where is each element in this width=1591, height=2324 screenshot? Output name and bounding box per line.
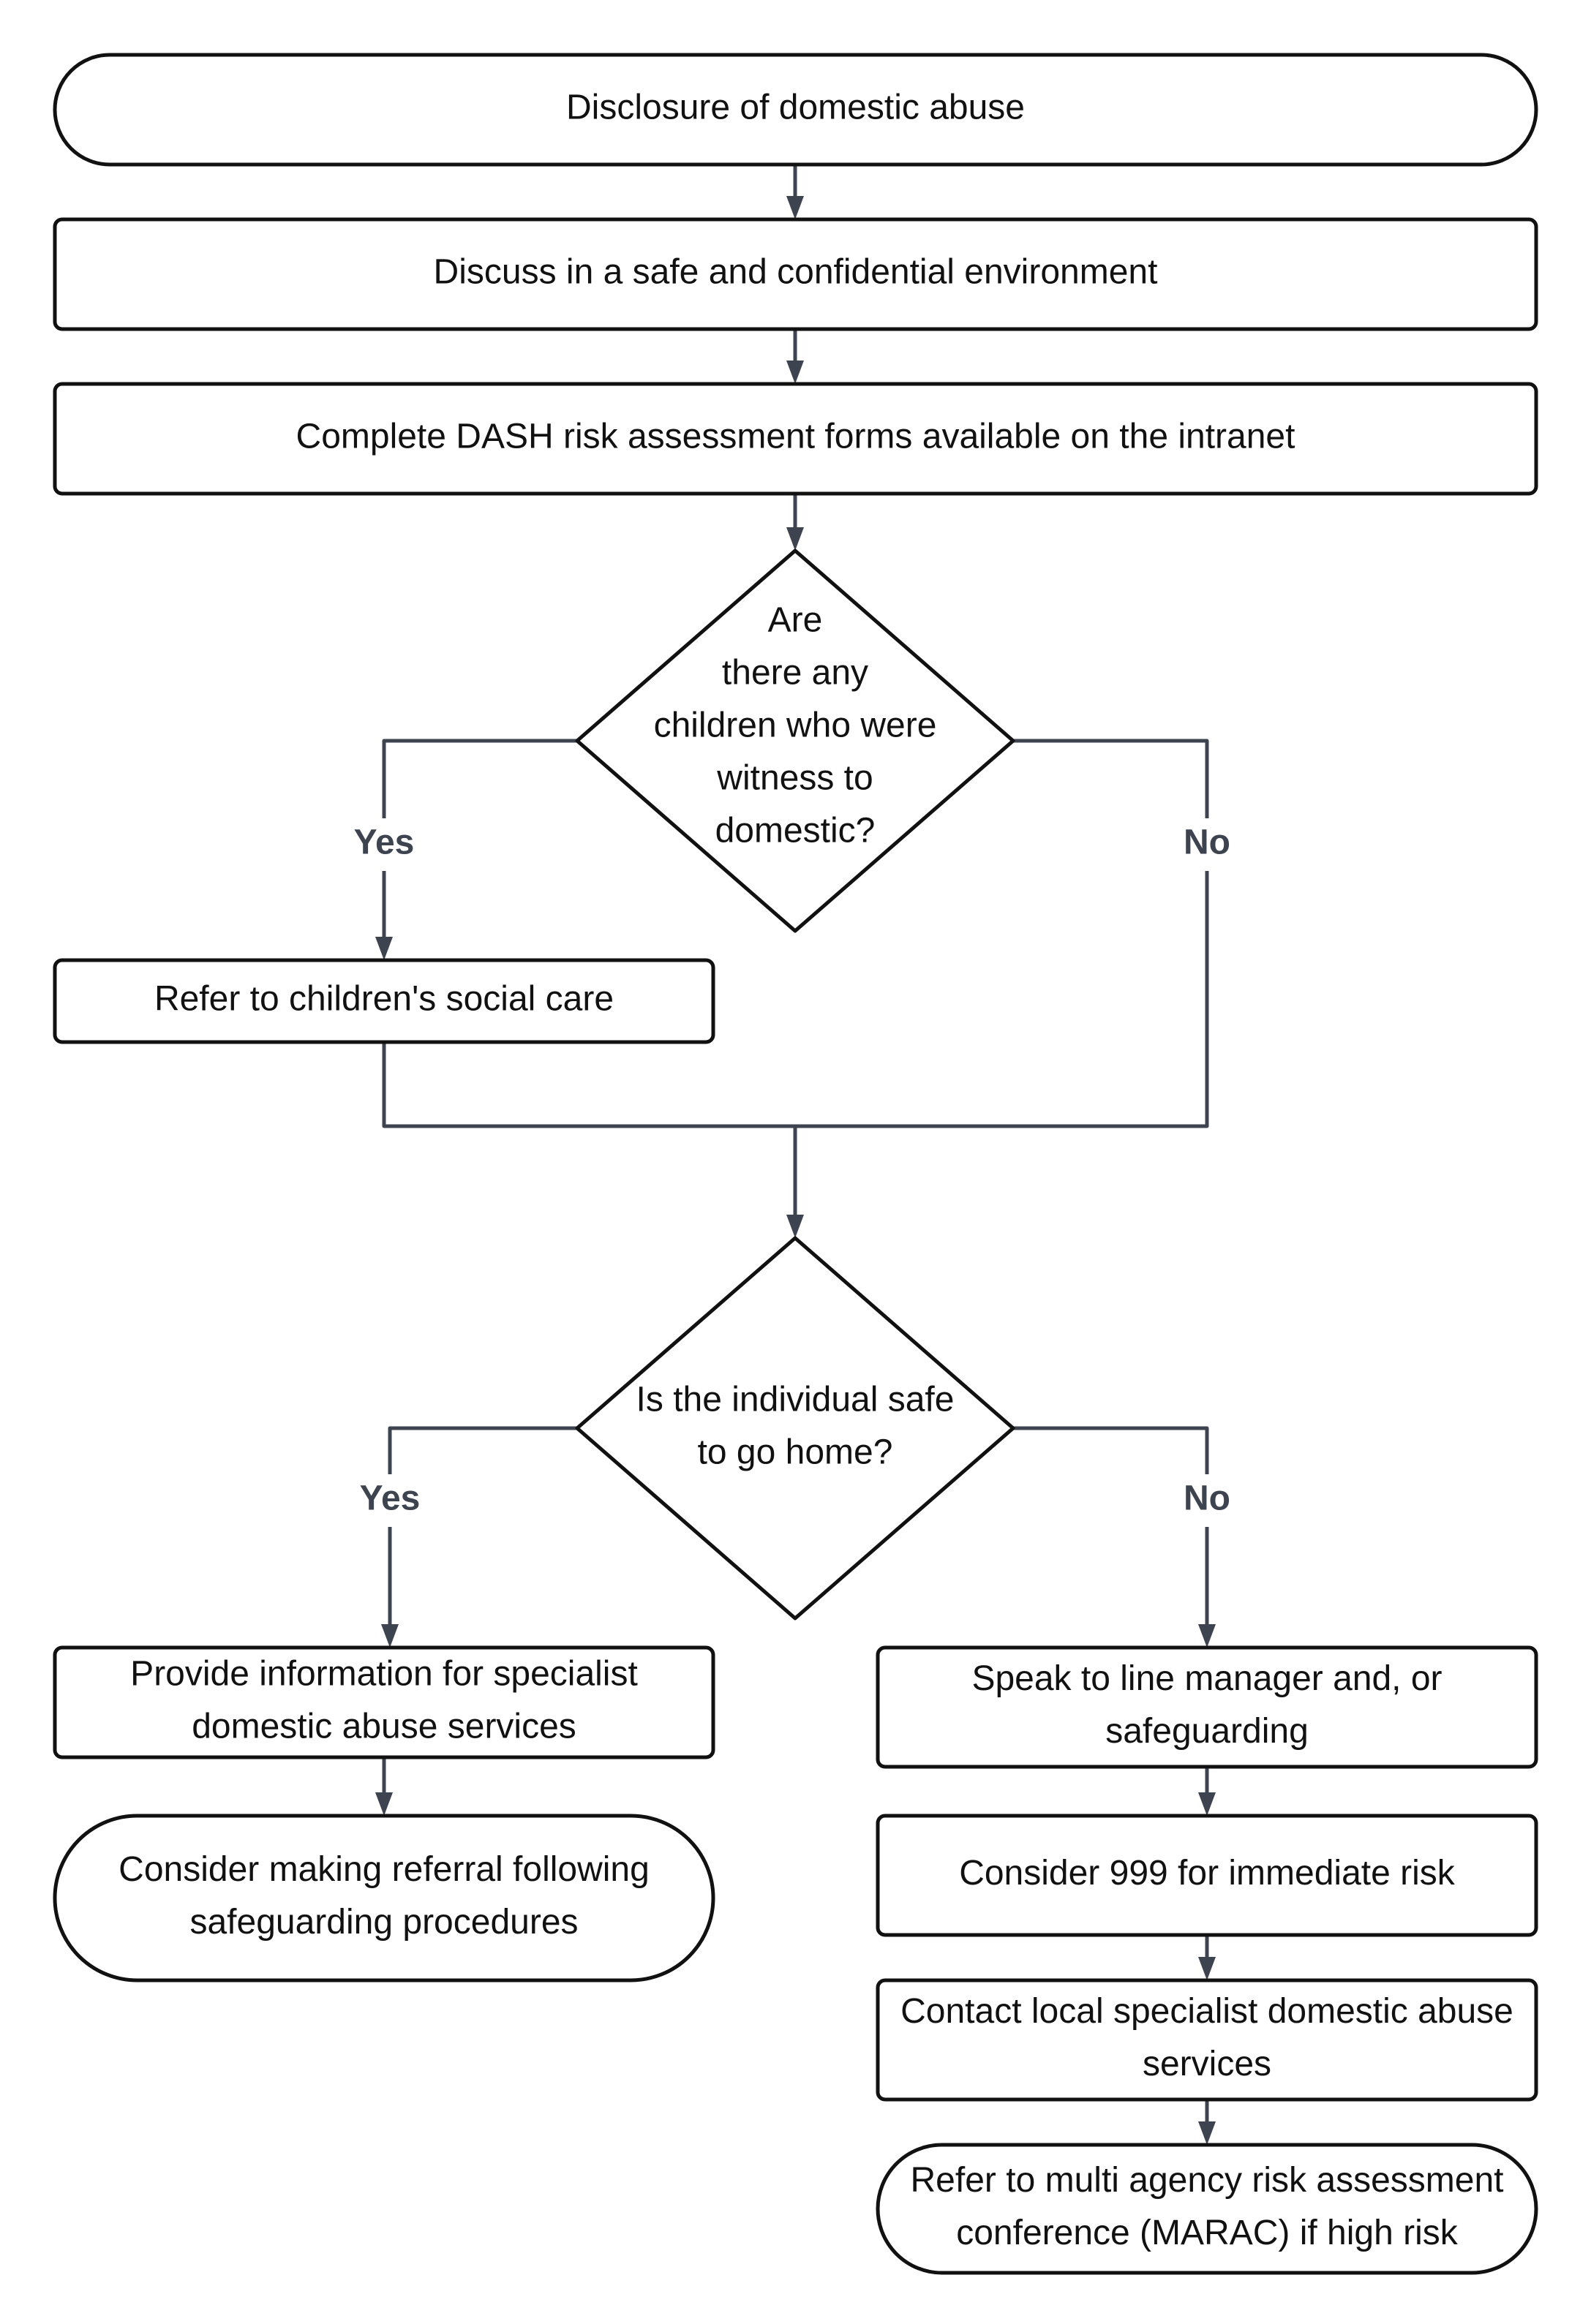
- node-label-line: Consider making referral following: [119, 1850, 650, 1889]
- node-label-line: to go home?: [698, 1433, 893, 1472]
- node-label-line: conference (MARAC) if high risk: [956, 2214, 1459, 2252]
- node-label-line: witness to: [716, 759, 873, 798]
- node-marac: Refer to multi agency risk assessment con…: [876, 2143, 1538, 2275]
- arrowhead: [786, 527, 804, 551]
- edge-label-yes: Yes: [354, 823, 415, 862]
- edge-label-bg: [340, 818, 428, 871]
- node-disclosure: Disclosure of domestic abuse: [53, 53, 1538, 167]
- edge-label-no: No: [1184, 1479, 1230, 1518]
- edge-label-yes: Yes: [360, 1479, 421, 1518]
- process-box: [876, 1978, 1538, 2102]
- arrowhead: [375, 937, 393, 960]
- node-label-line: there any: [722, 654, 868, 693]
- edge-refer-children-to-safe-q: [382, 1042, 795, 1128]
- edge-line-manager-to-call-999: [1198, 1767, 1216, 1816]
- node-label-line: Discuss in a safe and confidential envir…: [434, 253, 1158, 292]
- arrowhead: [1198, 2121, 1216, 2145]
- edge-label-no: No: [1184, 823, 1230, 862]
- node-provide-info: Provide information for specialist domest…: [53, 1645, 715, 1759]
- edge-label-bg: [346, 1474, 434, 1527]
- process-box: [53, 958, 715, 1044]
- node-label-line: services: [1143, 2045, 1271, 2083]
- node-label-line: domestic?: [715, 812, 876, 850]
- node-label-line: domestic abuse services: [192, 1708, 576, 1746]
- edge-label-bg: [1163, 1474, 1251, 1527]
- terminal-shape: [53, 53, 1538, 167]
- process-box: [53, 217, 1538, 331]
- node-children-q: Are there any children who were witness to d…: [575, 548, 1015, 933]
- process-box: [876, 1645, 1538, 1769]
- arrowhead: [1198, 1957, 1216, 1980]
- node-label-line: Are: [768, 601, 823, 640]
- node-label-line: children who were: [654, 706, 937, 745]
- process-box: [53, 1645, 715, 1759]
- arrowhead: [381, 1624, 399, 1648]
- connector-line: [382, 1042, 795, 1128]
- node-label-line: Disclosure of domestic abuse: [566, 88, 1025, 127]
- arrowhead: [1198, 1624, 1216, 1648]
- node-label-line: Refer to multi agency risk assessment: [911, 2161, 1504, 2200]
- connector-line: [1013, 1426, 1209, 1627]
- edge-children-q-to-refer-children: Yes: [340, 739, 577, 960]
- node-safe-q: Is the individual safe to go home?: [575, 1236, 1015, 1621]
- decision-diamond: [575, 1236, 1015, 1621]
- edge-safe-q-to-line-manager: No: [1013, 1426, 1251, 1648]
- node-label-line: Complete DASH risk assessment forms avai…: [296, 418, 1295, 456]
- terminal-shape: [53, 1814, 715, 1982]
- edge-dash-to-children-q: [786, 494, 804, 551]
- edge-contact-local-to-marac: [1198, 2099, 1216, 2145]
- node-label-line: Is the individual safe: [636, 1381, 955, 1419]
- edge-discuss-to-dash: [786, 329, 804, 384]
- terminal-shape: [876, 2143, 1538, 2275]
- node-label-line: Provide information for specialist: [130, 1655, 638, 1694]
- arrowhead: [375, 1792, 393, 1816]
- connector-line: [793, 739, 1209, 1218]
- node-refer-children: Refer to children's social care: [53, 958, 715, 1044]
- node-contact-local: Contact local specialist domestic abuse s…: [876, 1978, 1538, 2102]
- edge-label-bg: [1163, 818, 1251, 871]
- node-label-line: Speak to line manager and, or: [971, 1659, 1442, 1698]
- arrowhead: [786, 196, 804, 219]
- node-label-line: Consider 999 for immediate risk: [959, 1854, 1456, 1893]
- node-label-line: safeguarding procedures: [189, 1903, 578, 1942]
- process-box: [876, 1814, 1538, 1937]
- connector-line: [382, 739, 577, 940]
- node-consider-referral: Consider making referral following safegu…: [53, 1814, 715, 1982]
- edge-safe-q-to-provide-info: Yes: [346, 1426, 577, 1648]
- connector-line: [388, 1426, 577, 1627]
- arrowhead: [786, 361, 804, 384]
- edge-children-q-to-safe-q: No: [786, 739, 1251, 1238]
- edge-call-999-to-contact-local: [1198, 1935, 1216, 1980]
- decision-diamond: [575, 548, 1015, 933]
- arrowhead: [1198, 1792, 1216, 1816]
- node-discuss: Discuss in a safe and confidential envir…: [53, 217, 1538, 331]
- arrowhead: [786, 1215, 804, 1238]
- process-box: [53, 382, 1538, 496]
- node-label-line: Refer to children's social care: [154, 980, 614, 1019]
- node-label-line: safeguarding: [1105, 1712, 1309, 1751]
- node-dash: Complete DASH risk assessment forms avai…: [53, 382, 1538, 496]
- node-call-999: Consider 999 for immediate risk: [876, 1814, 1538, 1937]
- edge-provide-info-to-consider-referral: [375, 1757, 393, 1816]
- edge-disclosure-to-discuss: [786, 165, 804, 219]
- node-line-manager: Speak to line manager and, or safeguardin…: [876, 1645, 1538, 1769]
- node-label-line: Contact local specialist domestic abuse: [900, 1992, 1513, 2031]
